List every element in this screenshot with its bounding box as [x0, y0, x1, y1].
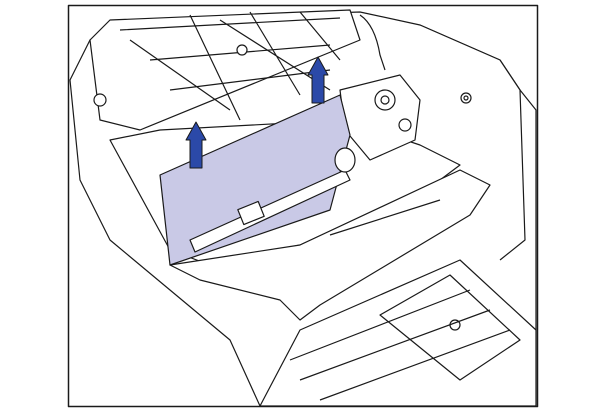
- up-arrow-icon: [307, 56, 329, 104]
- paper-tray: [259, 259, 537, 407]
- open-top-cover: [89, 9, 361, 131]
- feed-roller: [189, 147, 356, 253]
- front-cover: [169, 169, 491, 321]
- up-arrow-icon: [185, 121, 207, 169]
